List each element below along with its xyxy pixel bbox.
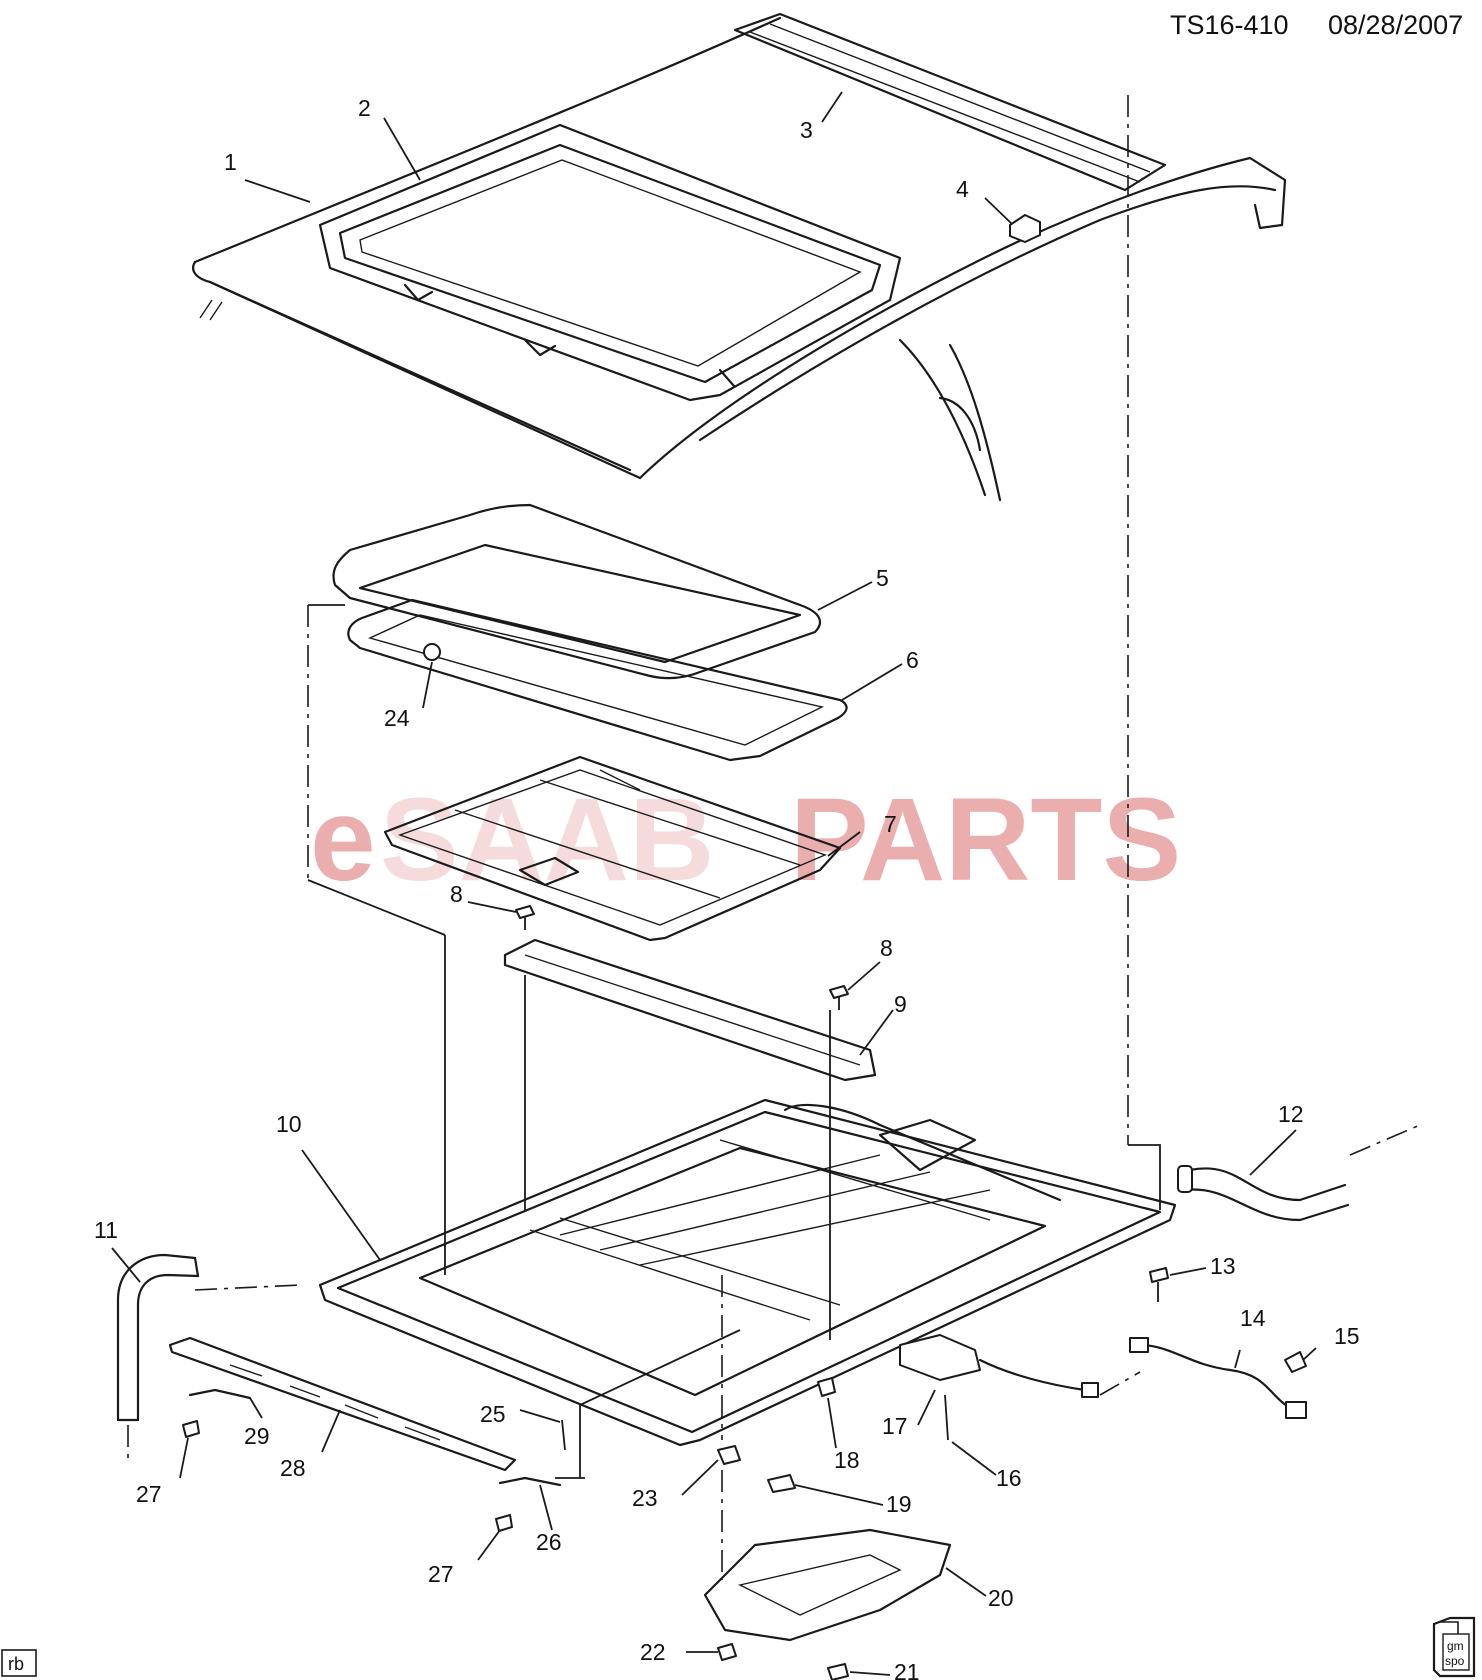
callout-14: 14	[1240, 1305, 1266, 1331]
drain-hose-front	[116, 1253, 200, 1422]
spring-29	[188, 1388, 252, 1400]
author-initials: rb	[8, 1654, 24, 1674]
callout-9: 9	[894, 991, 907, 1017]
bolt-8-upper	[515, 905, 535, 930]
drawing-date: 08/28/2007	[1328, 10, 1463, 40]
bolt-27-right	[495, 1514, 513, 1532]
callout-2: 2	[358, 95, 371, 121]
wiring-harness-14	[1129, 1337, 1307, 1419]
glass-seal-assembly	[332, 503, 848, 762]
wind-deflector	[503, 938, 877, 1082]
callout-1: 1	[224, 149, 237, 175]
watermark: e SAAB PARTS	[310, 774, 1181, 906]
bolt-22	[717, 1643, 737, 1661]
callout-25: 25	[480, 1401, 506, 1427]
spring-26	[498, 1476, 562, 1487]
callout-20: 20	[988, 1585, 1014, 1611]
callout-19: 19	[886, 1491, 912, 1517]
callout-22: 22	[640, 1639, 666, 1665]
leader-lines	[111, 91, 1317, 1676]
sunshade-panel	[383, 755, 842, 942]
callout-10: 10	[276, 1111, 302, 1137]
callout-5: 5	[876, 565, 889, 591]
fastener-24	[423, 643, 441, 661]
roof-panel	[192, 16, 1287, 502]
bolt-25	[561, 1419, 566, 1451]
side-rail-28	[168, 1336, 517, 1472]
screw-16	[944, 1394, 949, 1441]
tape-19	[767, 1474, 796, 1493]
clip-4	[1009, 214, 1041, 243]
callout-18: 18	[834, 1447, 860, 1473]
gm-spo-logo: gm spo	[1432, 1616, 1476, 1678]
callout-21: 21	[894, 1659, 920, 1680]
callout-24: 24	[384, 705, 410, 731]
bolt-8-lower	[829, 985, 849, 1010]
author-box: rb	[1, 1649, 37, 1677]
callout-13: 13	[1210, 1253, 1236, 1279]
callout-labels: 1 2 3 4 5 6 7 8 8 9 10 11 12 13 14 15 16…	[94, 95, 1360, 1680]
drawing-id: TS16-410	[1170, 10, 1289, 40]
callout-6: 6	[906, 647, 919, 673]
bolt-27-left	[182, 1420, 200, 1438]
callout-28: 28	[280, 1455, 306, 1481]
watermark-suffix: PARTS	[790, 774, 1181, 906]
callout-29: 29	[244, 1423, 270, 1449]
rear-header-panel	[733, 12, 1167, 192]
clip-21	[827, 1663, 849, 1680]
callout-4: 4	[956, 176, 969, 202]
callout-12: 12	[1278, 1101, 1304, 1127]
bolt-13	[1149, 1267, 1169, 1302]
callout-27b: 27	[428, 1561, 454, 1587]
drain-hose-rear	[1177, 1165, 1350, 1222]
reference-lines	[127, 95, 1421, 1580]
nut-23	[717, 1445, 741, 1465]
screw-18	[817, 1377, 836, 1397]
sunroof-housing	[318, 1098, 1177, 1447]
callout-7: 7	[884, 811, 897, 837]
callout-15: 15	[1334, 1323, 1360, 1349]
sunroof-motor	[899, 1334, 1099, 1398]
callout-3: 3	[800, 117, 813, 143]
callout-8a: 8	[450, 881, 463, 907]
connector-15	[1284, 1351, 1307, 1373]
roof-frame-reinforcement	[318, 123, 902, 402]
callout-16: 16	[996, 1465, 1022, 1491]
callout-26: 26	[536, 1529, 562, 1555]
logo-spo: spo	[1445, 1654, 1465, 1668]
callout-23: 23	[632, 1485, 658, 1511]
callout-17: 17	[882, 1413, 908, 1439]
watermark-prefix: e	[310, 774, 376, 906]
logo-gm: gm	[1447, 1639, 1464, 1653]
callout-11: 11	[94, 1217, 118, 1243]
callout-27a: 27	[136, 1481, 162, 1507]
callout-8b: 8	[880, 935, 893, 961]
motor-bracket	[703, 1528, 952, 1642]
